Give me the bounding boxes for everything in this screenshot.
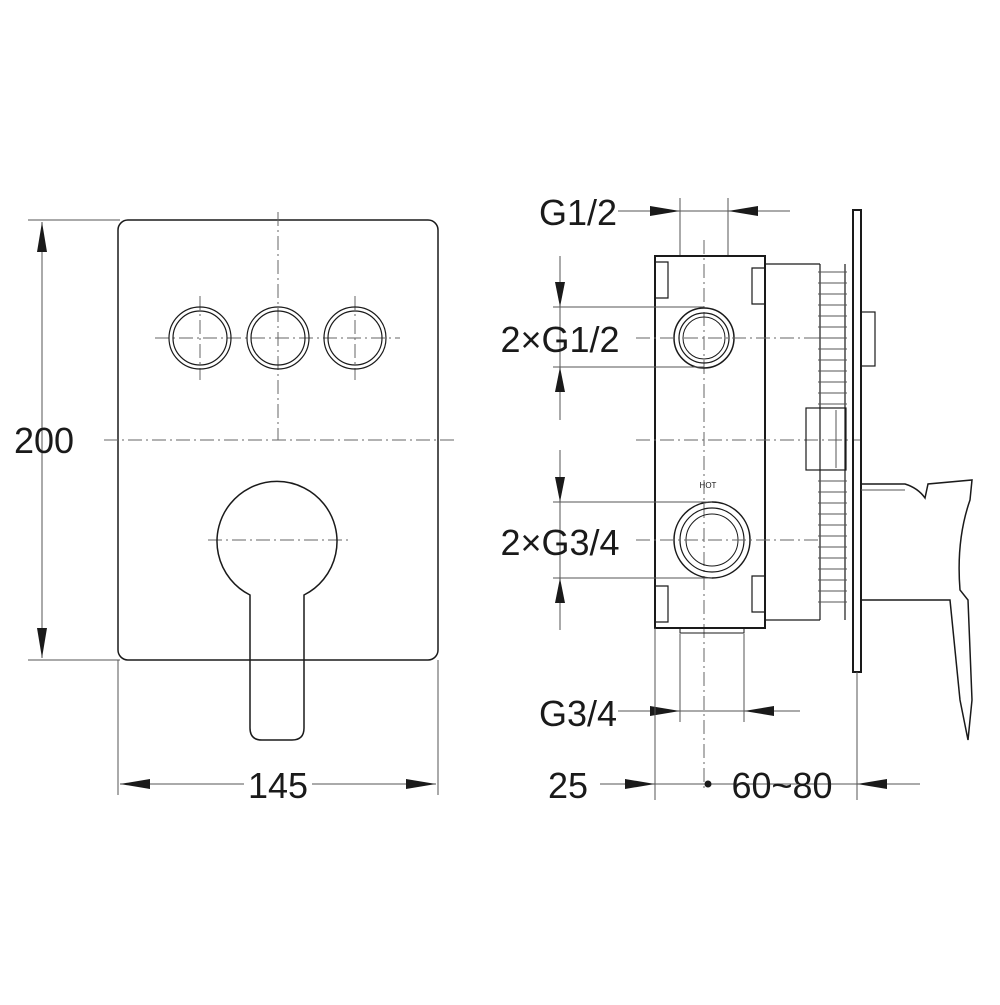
threaded-sleeve (765, 263, 846, 621)
height-label: 200 (14, 420, 74, 461)
push-button-left (168, 306, 232, 370)
width-arrow-left (120, 779, 150, 789)
upper-ports-label: 2×G1/2 (500, 319, 619, 360)
lever-handle (216, 480, 338, 741)
push-button-middle (246, 306, 310, 370)
upper-port-arrow-top (555, 282, 565, 307)
hot-label: HOT (700, 481, 717, 490)
thread-lines (818, 271, 847, 603)
mounting-plate (852, 209, 862, 673)
width-arrow-right (406, 779, 436, 789)
button-cap (860, 311, 876, 367)
bottom-outlet-stub (679, 627, 745, 634)
top-inlet-label: G1/2 (539, 192, 617, 233)
push-button-right (323, 306, 387, 370)
diverter-block (805, 407, 847, 471)
top-inlet-arrow-left (650, 206, 680, 216)
lower-port-arrow-top (555, 477, 565, 502)
side-view: G1/2 2×G1/2 HOT (500, 192, 973, 806)
upper-port-arrow-bottom (555, 367, 565, 392)
width-label: 145 (248, 765, 308, 806)
lever-side-profile (861, 479, 973, 741)
body-bracket-tl (655, 261, 669, 299)
depth-datum-dot (704, 780, 712, 788)
body-bracket-br (751, 575, 765, 613)
depth-left-label: 25 (548, 765, 588, 806)
body-bracket-tr (751, 267, 765, 305)
bottom-outlet-arrow-right (744, 706, 774, 716)
lower-ports-label: 2×G3/4 (500, 522, 619, 563)
body-bracket-bl (655, 585, 669, 623)
height-arrow-bottom (37, 628, 47, 658)
lower-port-arrow-bottom (555, 578, 565, 603)
depth-arrow-right (857, 779, 887, 789)
depth-arrow-left (625, 779, 655, 789)
bottom-outlet-label: G3/4 (539, 693, 617, 734)
depth-right-label: 60~80 (731, 765, 832, 806)
bottom-outlet-arrow-left (650, 706, 680, 716)
top-inlet-arrow-right (728, 206, 758, 216)
front-view: 200 145 (14, 212, 455, 806)
height-arrow-top (37, 222, 47, 252)
